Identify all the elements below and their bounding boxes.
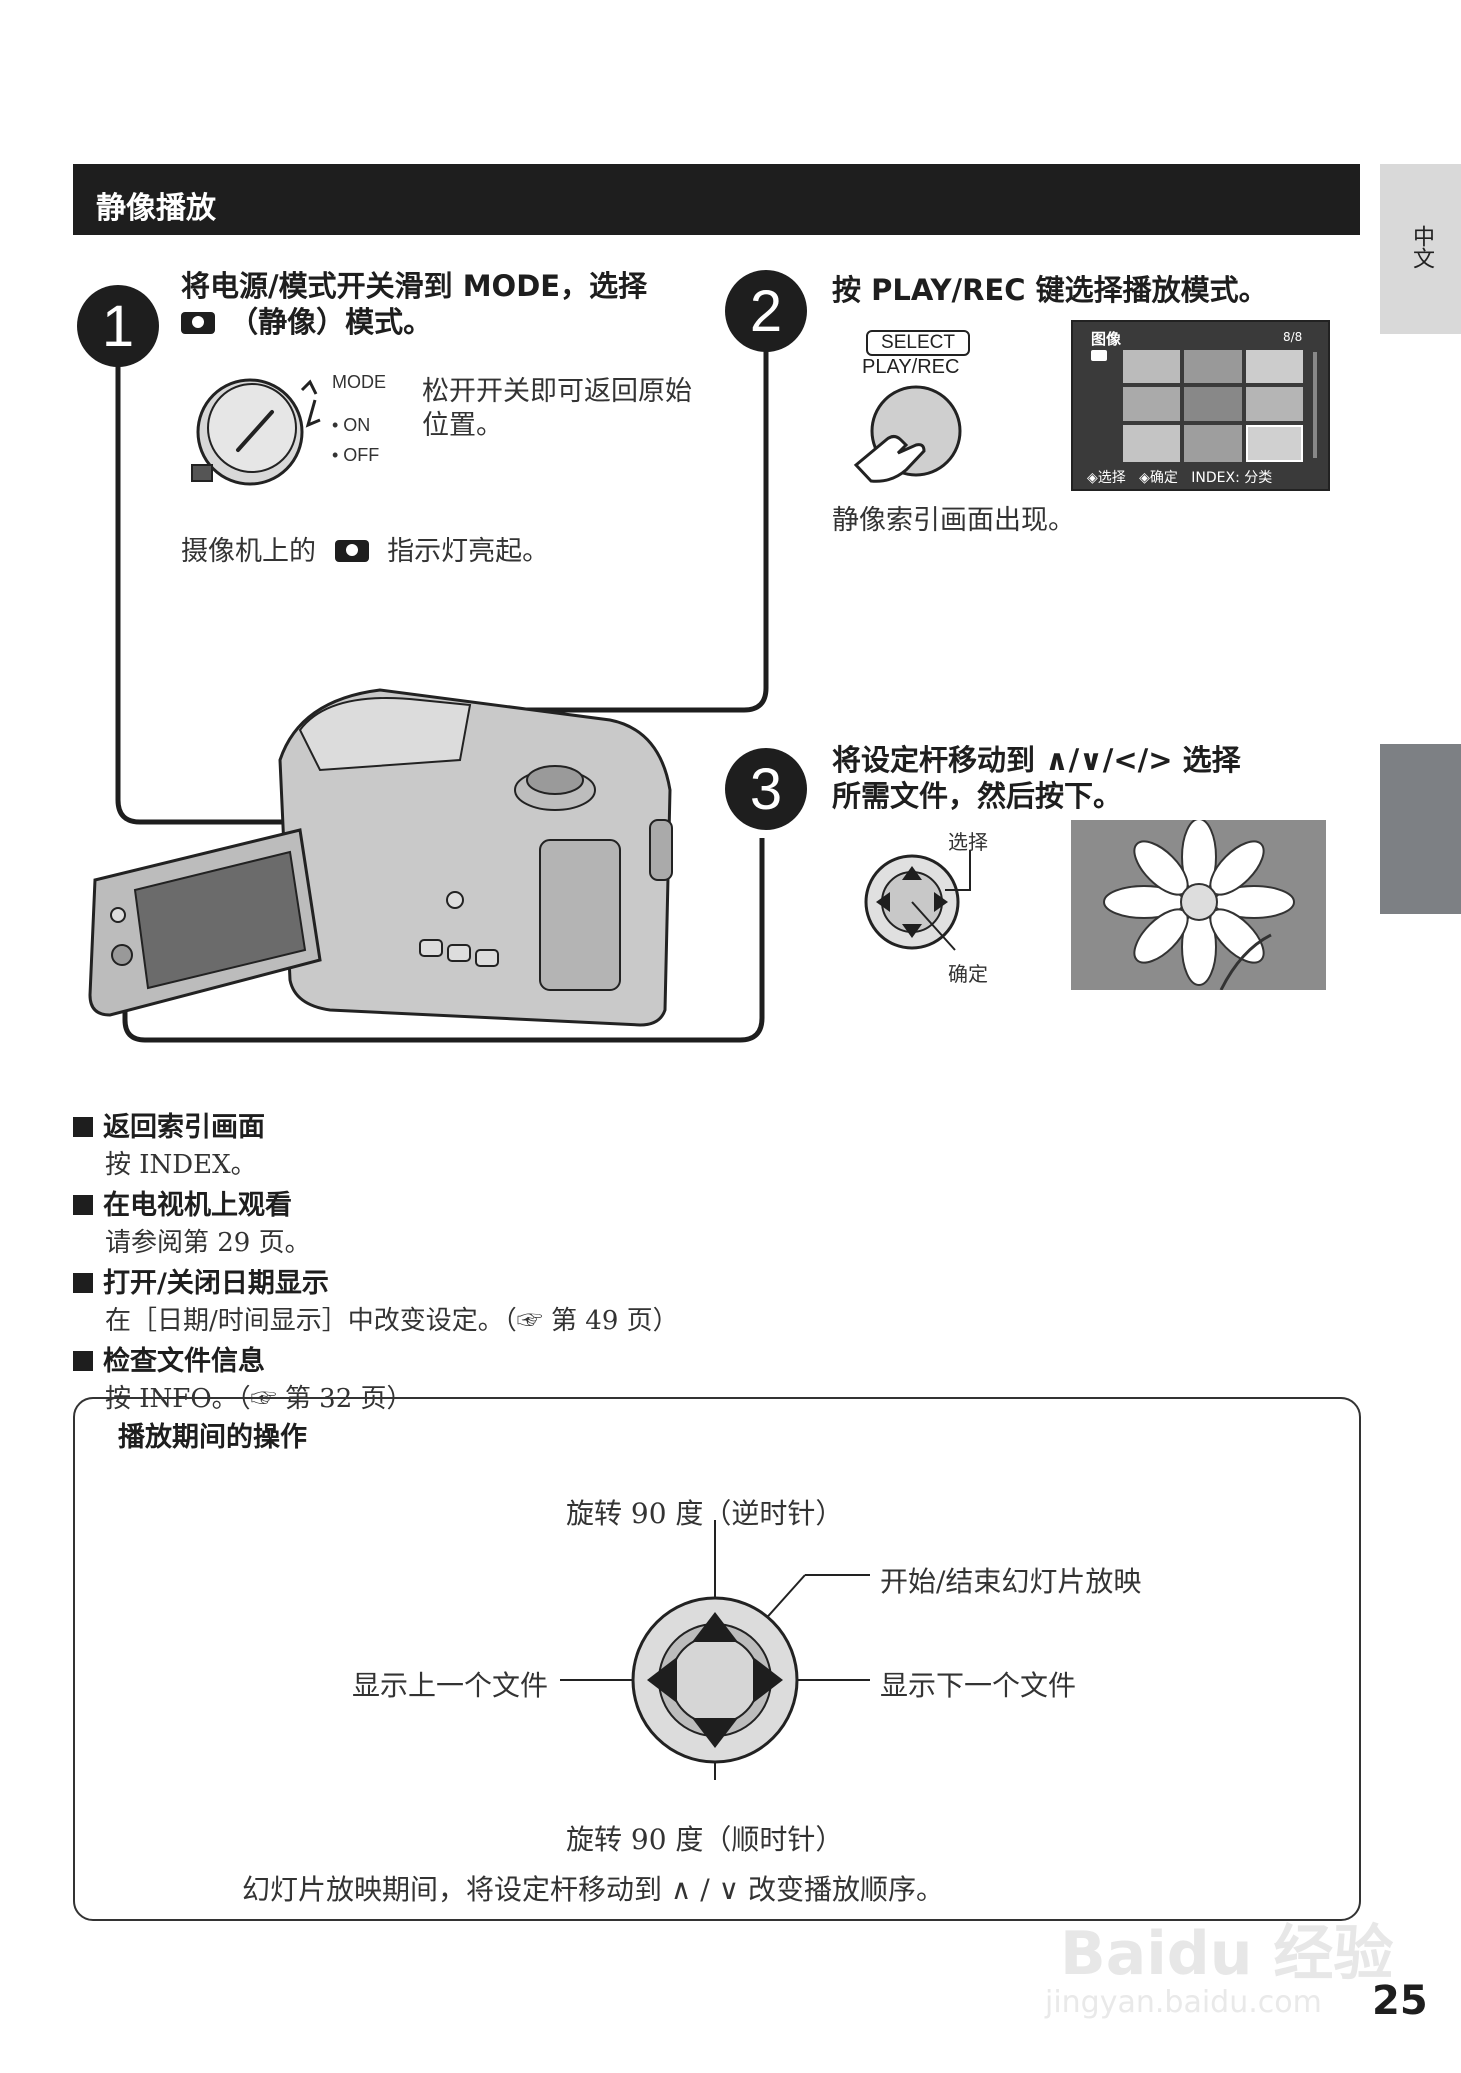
tip-item: 检查文件信息 按 INFO。（☞ 第 32 页） [73,1339,973,1415]
index-screen-result: 静像索引画面出现。 [832,505,1075,536]
baidu-watermark-url: jingyan.baidu.com [1045,1985,1322,2020]
step-1-instruction: 将电源/模式开关滑到 MODE，选择 （静像）模式。 [181,268,701,340]
language-tab [1380,164,1461,334]
lcd-scrollbar [1313,352,1317,458]
camera-lamp-icon [334,540,369,562]
tip-title: 在电视机上观看 [103,1190,292,1221]
square-bullet-icon [73,1351,93,1371]
switch-label-off: • OFF [332,445,380,465]
tip-title: 打开/关闭日期显示 [103,1268,329,1299]
step-1-line-1: 将电源/模式开关滑到 MODE，选择 [181,269,648,303]
section-title: 静像播放 [96,191,216,226]
step-1-line-2: （静像）模式。 [181,304,701,340]
thumbnail [1184,387,1242,421]
ops-label-up: 旋转 90 度（逆时针） [566,1497,844,1530]
square-bullet-icon [73,1117,93,1137]
thumbnail-selected [1245,424,1303,462]
side-marker-block [1380,744,1461,914]
lcd-footer: ◈选择 ◈确定 INDEX: 分类 [1087,467,1272,487]
mode-switch-dial-illustration [191,378,321,486]
tip-body: 在［日期/时间显示］中改变设定。（☞ 第 49 页） [105,1306,679,1336]
switch-label-mode: MODE [332,372,386,392]
tips-list: 返回索引画面 按 INDEX。 在电视机上观看 请参阅第 29 页。 打开/关闭… [73,1105,973,1415]
step1-connector-line [115,340,640,825]
lcd-footer-index: INDEX: 分类 [1191,470,1273,486]
ops-label-center: 开始/结束幻灯片放映 [880,1565,1142,1598]
language-tab-label: 中文 [1409,225,1434,269]
ops-label-down: 旋转 90 度（顺时针） [566,1823,844,1856]
switch-release-note: 松开开关即可返回原始位置。 [422,376,692,441]
thumbnail [1245,387,1303,421]
thumbnail [1123,350,1181,384]
set-lever-small-icon [864,850,971,951]
camera-mode-icon [181,312,215,334]
thumbnail [1123,424,1181,462]
lcd-counter: 8/8 [1283,330,1303,344]
tip-title: 检查文件信息 [103,1346,265,1377]
step3-connector-line [122,838,765,1043]
play-rec-label: PLAY/REC [862,356,960,378]
tip-body: 请参阅第 29 页。 [105,1228,311,1258]
tip-item: 在电视机上观看 请参阅第 29 页。 [73,1183,973,1259]
step-1-badge: 1 [77,285,159,367]
lamp-note: 摄像机上的 指示灯亮起。 [181,535,549,569]
switch-label-on: • ON [332,415,371,435]
lamp-note-before: 摄像机上的 [181,536,316,567]
square-bullet-icon [73,1195,93,1215]
camcorder-body [278,688,673,1027]
step-3-line-1: 将设定杆移动到 ∧/∨/</> 选择 [832,743,1241,777]
playback-operations-box [73,1397,1361,1921]
lever-label-select: 选择 [948,830,988,854]
step-1-line-2-text: （静像）模式。 [229,305,433,339]
lcd-footer-confirm: ◈确定 [1139,470,1178,486]
lever-label-confirm: 确定 [948,962,988,986]
step-3-line-2: 所需文件，然后按下。 [832,779,1123,813]
camcorder-lcd-panel [88,828,322,1017]
lcd-title: 图像 [1091,330,1122,348]
step-2-badge: 2 [725,270,807,352]
step-3-instruction: 将设定杆移动到 ∧/∨/</> 选择 所需文件，然后按下。 [832,742,1241,814]
lcd-footer-select: ◈选择 [1087,470,1126,486]
lcd-thumbnail-grid [1123,350,1303,462]
ops-label-right: 显示下一个文件 [880,1669,1077,1702]
lcd-camera-icon [1091,350,1107,361]
flower-photo [1071,820,1326,990]
playback-operations-title: 播放期间的操作 [118,1422,307,1453]
ops-footer-note: 幻灯片放映期间，将设定杆移动到 ∧ / ∨ 改变播放顺序。 [242,1873,945,1906]
baidu-watermark-logo: Baidu 经验 [1060,1919,1394,1989]
page-number: 25 [1372,1978,1428,2024]
thumbnail [1245,350,1303,384]
tip-item: 打开/关闭日期显示 在［日期/时间显示］中改变设定。（☞ 第 49 页） [73,1261,973,1337]
lamp-note-after: 指示灯亮起。 [387,536,550,567]
ops-label-left: 显示上一个文件 [352,1669,549,1702]
section-header-bar [73,164,1360,235]
tip-title: 返回索引画面 [103,1112,265,1143]
index-screen-thumbnail: 图像 8/8 ◈选择 ◈确定 INDEX: 分类 [1071,320,1330,491]
set-lever-large-icon [560,1520,870,1780]
tip-body: 按 INDEX。 [105,1150,257,1180]
step-3-badge: 3 [725,748,807,830]
step-2-instruction: 按 PLAY/REC 键选择播放模式。 [832,273,1268,307]
select-label-box: SELECT [866,330,970,356]
thumbnail [1184,424,1242,462]
tip-item: 返回索引画面 按 INDEX。 [73,1105,973,1181]
select-label-text: SELECT [881,332,955,353]
thumbnail [1184,350,1242,384]
camcorder-illustration [88,340,769,1043]
play-rec-button-icon [853,385,962,483]
tip-body: 按 INFO。（☞ 第 32 页） [105,1384,413,1414]
square-bullet-icon [73,1273,93,1293]
thumbnail [1123,387,1181,421]
